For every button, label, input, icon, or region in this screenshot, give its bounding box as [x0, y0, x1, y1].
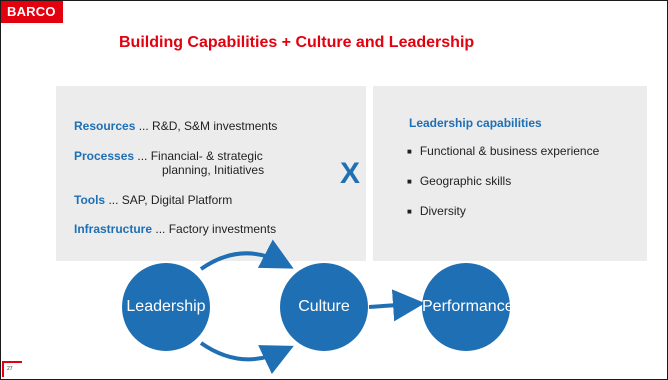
infrastructure-item: Infrastructure ... Factory investments [74, 222, 276, 236]
tools-key: Tools [74, 193, 106, 207]
processes-key: Processes [74, 149, 135, 163]
leadership-panel-title: Leadership capabilities [409, 116, 542, 130]
infrastructure-text: ... Factory investments [152, 222, 277, 236]
list-item: ■ Diversity [407, 204, 599, 234]
multiply-operator: X [340, 157, 361, 190]
bullet-icon: ■ [407, 177, 412, 186]
arrow-bottom-curve [199, 341, 294, 375]
processes-item: Processes ... Financial- & strategic pla… [74, 149, 264, 177]
resources-text: ... R&D, S&M investments [135, 119, 278, 133]
resources-item: Resources ... R&D, S&M investments [74, 119, 277, 133]
processes-text-continuation: planning, Initiatives [162, 163, 265, 177]
arrow-culture-to-performance [368, 289, 425, 322]
leadership-circle: Leadership [122, 263, 210, 351]
list-item: ■ Geographic skills [407, 174, 599, 204]
bullet-icon: ■ [407, 207, 412, 216]
barco-logo: BARCO [1, 1, 63, 23]
list-item-text: Diversity [419, 204, 466, 218]
performance-circle: Performance [422, 263, 514, 351]
arrow-top-curve [199, 239, 294, 271]
tools-text: ... SAP, Digital Platform [105, 193, 233, 207]
list-item: ■ Functional & business experience [407, 144, 599, 174]
leadership-panel: Leadership capabilities ■ Functional & bu… [373, 86, 647, 261]
slide-title: Building Capabilities + Culture and Lead… [119, 34, 475, 51]
list-item-text: Geographic skills [419, 174, 512, 188]
bullet-icon: ■ [407, 147, 412, 156]
processes-text: ... Financial- & strategic [134, 149, 263, 163]
tools-item: Tools ... SAP, Digital Platform [74, 193, 232, 207]
infrastructure-key: Infrastructure [74, 222, 153, 236]
resources-key: Resources [74, 119, 136, 133]
leadership-list: ■ Functional & business experience ■ Geogr… [407, 144, 599, 234]
page-number: 27 [2, 361, 22, 377]
list-item-text: Functional & business experience [419, 144, 600, 158]
resources-panel: Resources ... R&D, S&M investments Proce… [56, 86, 366, 261]
culture-circle: Culture [280, 263, 368, 351]
